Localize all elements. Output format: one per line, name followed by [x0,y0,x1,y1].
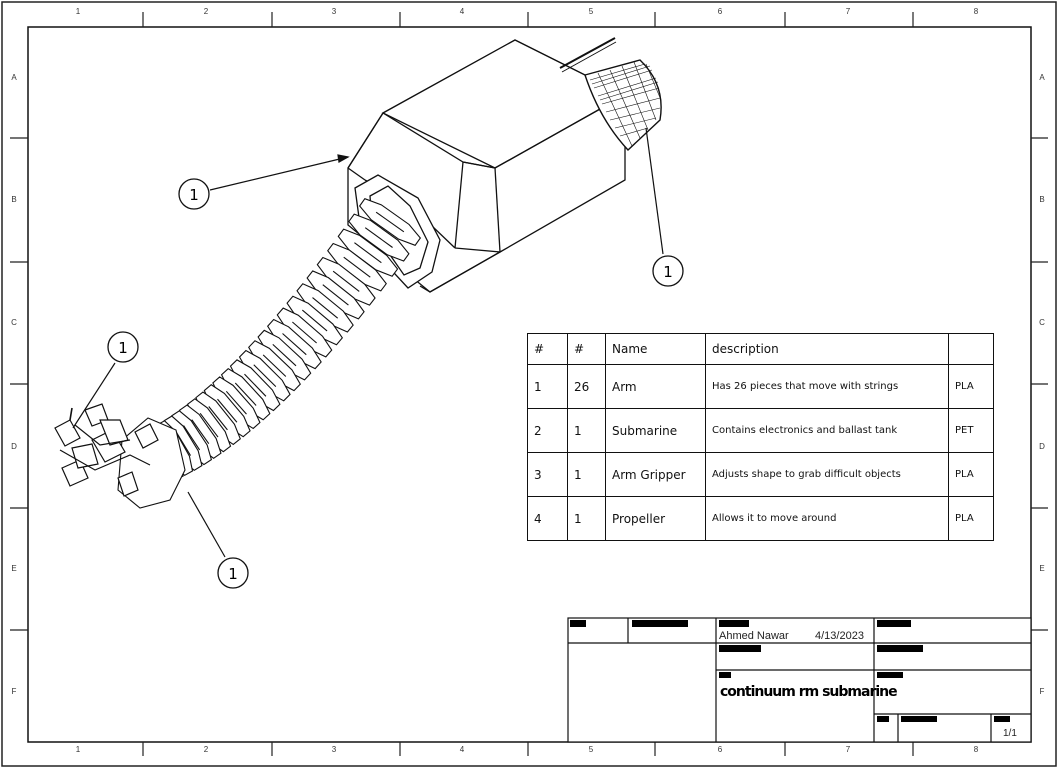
zone-column-label: 3 [331,745,337,754]
zone-column-label: 7 [845,745,851,754]
bom-description: Allows it to move around [705,496,949,541]
segmented-arm [117,198,422,509]
balloon-1c-label: 1 [118,339,128,357]
bill-of-materials: # # Name description 1 26 Arm Has 26 pie… [527,333,994,541]
bom-material: PET [948,408,994,453]
zone-row-label: D [11,442,17,451]
title-block-grid [567,617,1032,743]
bom-header-row: # # Name description [527,333,994,365]
balloon-1b: 1 [652,255,684,287]
bom-name: Arm [605,364,706,409]
bom-name: Arm Gripper [605,452,706,497]
zone-row-label: A [1039,73,1045,82]
zone-column-label: 3 [331,7,337,16]
bom-header-name: Name [605,333,706,365]
balloon-1a: 1 [178,178,210,210]
zone-column-label: 4 [459,7,465,16]
bom-header-qty: # [567,333,606,365]
arm-segment [348,213,410,262]
balloon-1d: 1 [217,557,249,589]
bom-row: 4 1 Propeller Allows it to move around P… [527,496,994,541]
bom-item: 2 [527,408,568,453]
bom-item: 4 [527,496,568,541]
bom-material: PLA [948,364,994,409]
bom-material: PLA [948,452,994,497]
zone-ticks [10,12,1048,756]
zone-column-label: 5 [588,7,594,16]
zone-row-label: F [11,687,17,696]
bom-material: PLA [948,496,994,541]
balloon-1b-label: 1 [663,263,673,281]
zone-row-label: A [11,73,17,82]
bom-qty: 26 [567,364,606,409]
zone-row-label: B [1039,195,1045,204]
bom-name: Propeller [605,496,706,541]
balloon-1d-label: 1 [228,565,238,583]
bom-description: Contains electronics and ballast tank [705,408,949,453]
arm-gripper [54,403,159,497]
bom-description: Has 26 pieces that move with strings [705,364,949,409]
bom-qty: 1 [567,452,606,497]
bom-header-description: description [705,333,949,365]
bom-item: 3 [527,452,568,497]
bom-header-material [948,333,994,365]
zone-column-label: 6 [717,7,723,16]
zone-column-label: 2 [203,745,209,754]
balloon-1a-label: 1 [189,186,199,204]
bom-row: 2 1 Submarine Contains electronics and b… [527,408,994,453]
zone-row-label: B [11,195,17,204]
balloon-1c: 1 [107,331,139,363]
zone-row-label: D [1039,442,1045,451]
bom-name: Submarine [605,408,706,453]
bom-row: 3 1 Arm Gripper Adjusts shape to grab di… [527,452,994,497]
bom-qty: 1 [567,408,606,453]
bom-header-item: # [527,333,568,365]
bom-qty: 1 [567,496,606,541]
zone-column-label: 7 [845,7,851,16]
submarine-body [347,39,627,293]
zone-column-label: 6 [717,745,723,754]
zone-row-label: E [11,564,17,573]
zone-column-label: 1 [75,7,81,16]
bom-description: Adjusts shape to grab difficult objects [705,452,949,497]
propeller-housing [559,37,662,151]
balloon-callouts [72,127,664,558]
bom-item: 1 [527,364,568,409]
zone-column-label: 2 [203,7,209,16]
zone-column-label: 8 [973,7,979,16]
zone-column-label: 8 [973,745,979,754]
zone-column-label: 5 [588,745,594,754]
zone-row-label: E [1039,564,1045,573]
bom-row: 1 26 Arm Has 26 pieces that move with st… [527,364,994,409]
arm-segment [358,198,422,246]
zone-column-label: 4 [459,745,465,754]
zone-row-label: C [1039,318,1045,327]
zone-row-label: F [1039,687,1045,696]
zone-row-label: C [11,318,17,327]
zone-column-label: 1 [75,745,81,754]
